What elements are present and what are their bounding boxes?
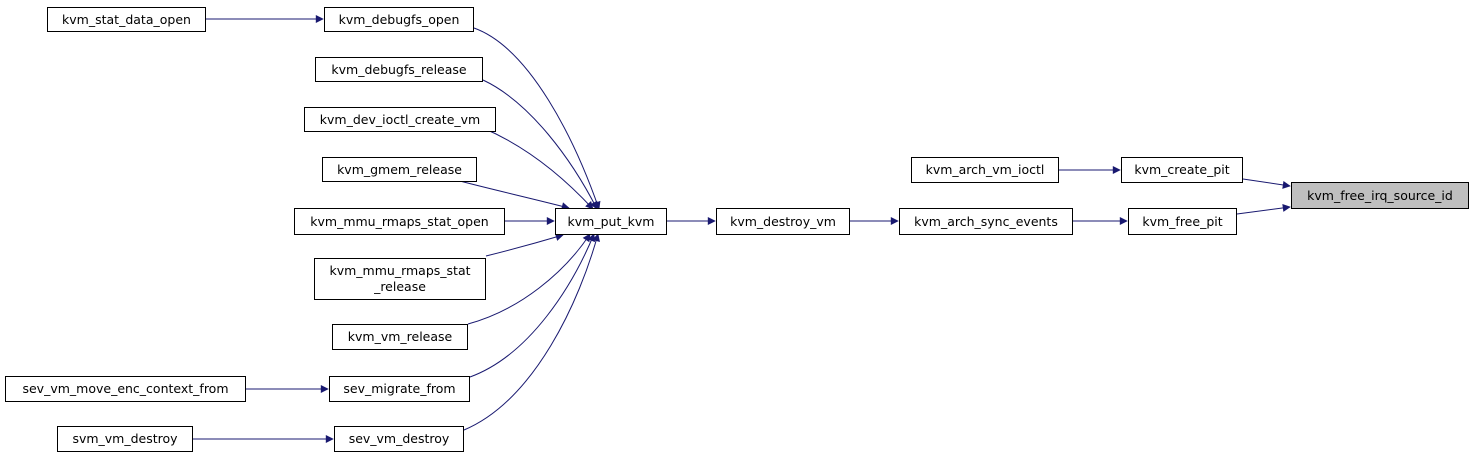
node-kvm_put_kvm[interactable]: kvm_put_kvm (555, 208, 667, 235)
edge-kvm_create_pit-to-kvm_free_irq_source_id (1242, 178, 1291, 189)
node-sev_vm_move_enc_context_from[interactable]: sev_vm_move_enc_context_from (5, 376, 246, 402)
edge-kvm_gmem_release-to-kvm_put_kvm (455, 179, 570, 211)
node-kvm_mmu_rmaps_stat_release[interactable]: kvm_mmu_rmaps_stat _release (314, 258, 486, 300)
node-kvm_stat_data_open[interactable]: kvm_stat_data_open (47, 7, 206, 32)
node-kvm_debugfs_open[interactable]: kvm_debugfs_open (324, 7, 474, 32)
node-kvm_mmu_rmaps_stat_open[interactable]: kvm_mmu_rmaps_stat_open (294, 208, 505, 235)
edge-kvm_dev_ioctl_create_vm-to-kvm_put_kvm (482, 127, 594, 210)
node-kvm_create_pit[interactable]: kvm_create_pit (1121, 157, 1243, 183)
node-kvm_arch_sync_events[interactable]: kvm_arch_sync_events (899, 208, 1073, 235)
edge-kvm_vm_release-to-kvm_put_kvm (467, 233, 591, 325)
edge-kvm_debugfs_release-to-kvm_put_kvm (482, 79, 598, 210)
node-sev_vm_destroy[interactable]: sev_vm_destroy (334, 426, 464, 452)
edge-sev_migrate_from-to-kvm_put_kvm (469, 233, 595, 378)
node-kvm_vm_release[interactable]: kvm_vm_release (332, 324, 468, 350)
node-kvm_gmem_release[interactable]: kvm_gmem_release (322, 157, 477, 182)
node-kvm_dev_ioctl_create_vm[interactable]: kvm_dev_ioctl_create_vm (304, 107, 496, 132)
node-kvm_arch_vm_ioctl[interactable]: kvm_arch_vm_ioctl (911, 157, 1059, 183)
node-kvm_debugfs_release[interactable]: kvm_debugfs_release (315, 57, 483, 82)
edge-kvm_debugfs_open-to-kvm_put_kvm (473, 27, 601, 210)
edge-kvm_mmu_rmaps_stat_release-to-kvm_put_kvm (485, 233, 564, 257)
node-kvm_free_pit[interactable]: kvm_free_pit (1128, 208, 1237, 235)
node-kvm_free_irq_source_id: kvm_free_irq_source_id (1291, 182, 1469, 209)
edge-sev_vm_destroy-to-kvm_put_kvm (463, 233, 600, 431)
node-svm_vm_destroy[interactable]: svm_vm_destroy (57, 426, 193, 452)
node-kvm_destroy_vm[interactable]: kvm_destroy_vm (716, 208, 850, 235)
node-sev_migrate_from[interactable]: sev_migrate_from (329, 376, 470, 402)
edge-kvm_free_pit-to-kvm_free_irq_source_id (1236, 203, 1291, 215)
